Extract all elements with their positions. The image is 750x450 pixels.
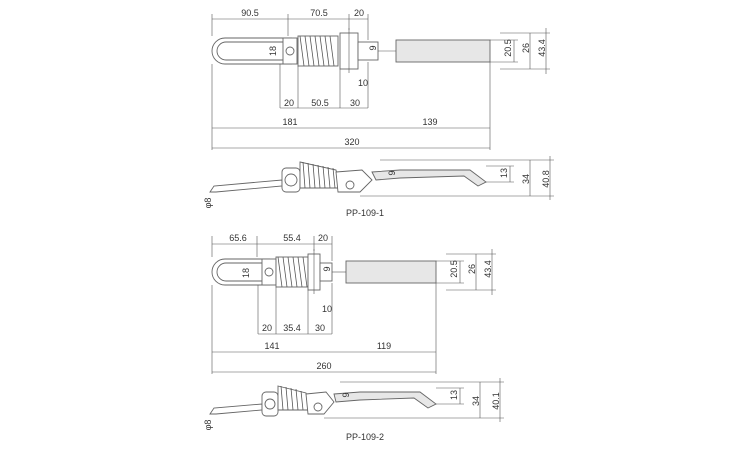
pp-109-1-top-view: 90.5 70.5 20 18 9 10 20 50.5 30 181 139 … <box>211 8 550 150</box>
dim-length-2: 139 <box>422 117 437 127</box>
side2-dim-3: 40.1 <box>491 392 501 410</box>
dim-top-1: 90.5 <box>241 8 259 18</box>
dim-total: 320 <box>344 137 359 147</box>
dim-inner-18: 18 <box>268 46 278 56</box>
dim-top-2: 70.5 <box>310 8 328 18</box>
dim2-bottom-3: 30 <box>315 323 325 333</box>
side2-dim-2: 34 <box>471 396 481 406</box>
caption-pp-109-2: PP-109-2 <box>346 432 384 442</box>
hook-rod <box>209 179 283 193</box>
cam-pivot <box>345 180 355 190</box>
lever-handle-2 <box>345 260 437 284</box>
side-lever <box>371 169 487 187</box>
dim2-right-2: 26 <box>467 264 477 274</box>
hinge-eye <box>284 173 298 187</box>
dim-right-1: 20.5 <box>503 39 513 57</box>
dim2-top-1: 65.6 <box>229 233 247 243</box>
lever-handle <box>395 39 491 63</box>
cam-body <box>335 169 373 193</box>
dim-bottom-1: 20 <box>284 98 294 108</box>
dim2-right-3: 43.4 <box>483 260 493 278</box>
caption-pp-109-1: PP-109-1 <box>346 208 384 218</box>
pp-109-1-side-view: 9 φ8 13 34 40.8 PP-109-1 <box>203 156 554 218</box>
dim-length-1: 181 <box>282 117 297 127</box>
dim-bottom-3: 30 <box>350 98 360 108</box>
side-dim-3: 40.8 <box>541 170 551 188</box>
dim2-inner-9: 9 <box>322 266 332 271</box>
dim2-top-3: 20 <box>318 233 328 243</box>
wire-loop-inner-2 <box>216 262 270 282</box>
side-lever-2 <box>333 391 437 409</box>
dim-inner-10: 10 <box>358 78 368 88</box>
dim-right-3: 43.4 <box>537 39 547 57</box>
side-dim-1: 13 <box>499 168 509 178</box>
hinge-eye-2 <box>264 398 276 410</box>
spring-coils-2 <box>277 256 308 288</box>
dim-top-3: 20 <box>354 8 364 18</box>
side-dim-9: 9 <box>387 170 397 175</box>
dim2-total: 260 <box>316 361 331 371</box>
dim2-top-2: 55.4 <box>283 233 301 243</box>
spring-coils-side-2 <box>280 385 304 411</box>
spring-housing <box>297 35 339 67</box>
dim2-length-1: 141 <box>264 341 279 351</box>
side-dim-2: 34 <box>521 174 531 184</box>
pivot-pin-2 <box>264 267 274 277</box>
dim2-inner-18: 18 <box>241 268 251 278</box>
spring-coils-side <box>302 161 336 189</box>
dim2-bottom-1: 20 <box>262 323 272 333</box>
dim-inner-9: 9 <box>368 45 378 50</box>
hook-rod-2 <box>209 403 263 415</box>
dim2-right-1: 20.5 <box>449 260 459 278</box>
dim2-length-2: 119 <box>377 341 391 351</box>
dim2-inner-10: 10 <box>322 304 332 314</box>
dim-bottom-2: 50.5 <box>311 98 329 108</box>
pp-109-2-side-view: φ8 9 13 34 40.1 PP-109-2 <box>203 378 504 442</box>
pivot-pin <box>285 46 295 56</box>
dim-right-2: 26 <box>521 43 531 53</box>
spring-coils <box>299 35 335 67</box>
cam-body-2 <box>305 391 335 415</box>
wire-loop-inner <box>216 41 292 61</box>
cam-pivot-2 <box>313 402 323 412</box>
dim2-bottom-2: 35.4 <box>283 323 301 333</box>
side-dim-phi8: φ8 <box>203 198 213 209</box>
side2-dim-phi8: φ8 <box>203 420 213 431</box>
side2-dim-9: 9 <box>341 392 351 397</box>
pp-109-2-top-view: 65.6 55.4 20 18 9 10 20 35.4 30 141 119 … <box>211 233 496 374</box>
side2-dim-1: 13 <box>449 390 459 400</box>
